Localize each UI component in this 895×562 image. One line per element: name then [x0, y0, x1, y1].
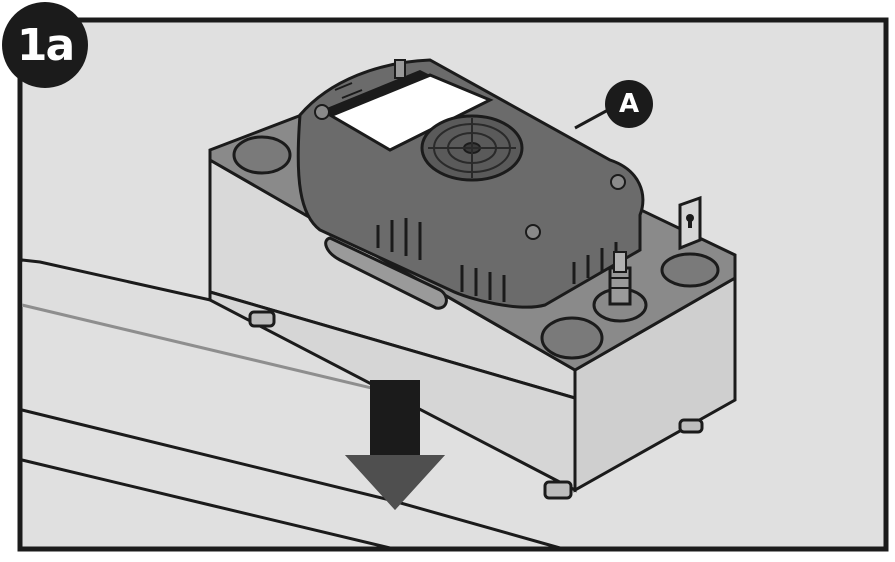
callout-leader-line [574, 108, 609, 130]
step-number-badge: 1a [2, 2, 88, 88]
cover-vents [376, 218, 618, 302]
carry-handle [324, 236, 448, 310]
keyhole-mounting-bracket [678, 195, 702, 251]
tank-inlet-cups [232, 135, 720, 360]
discharge-barb-fitting [592, 251, 648, 323]
callout-a-badge: A [605, 80, 653, 128]
top-vents [334, 82, 371, 105]
tank-feet [248, 310, 704, 500]
power-terminal [394, 59, 406, 79]
pump-cover [296, 58, 645, 309]
cooling-fan-grille [420, 114, 524, 182]
down-arrow-icon [345, 380, 445, 510]
